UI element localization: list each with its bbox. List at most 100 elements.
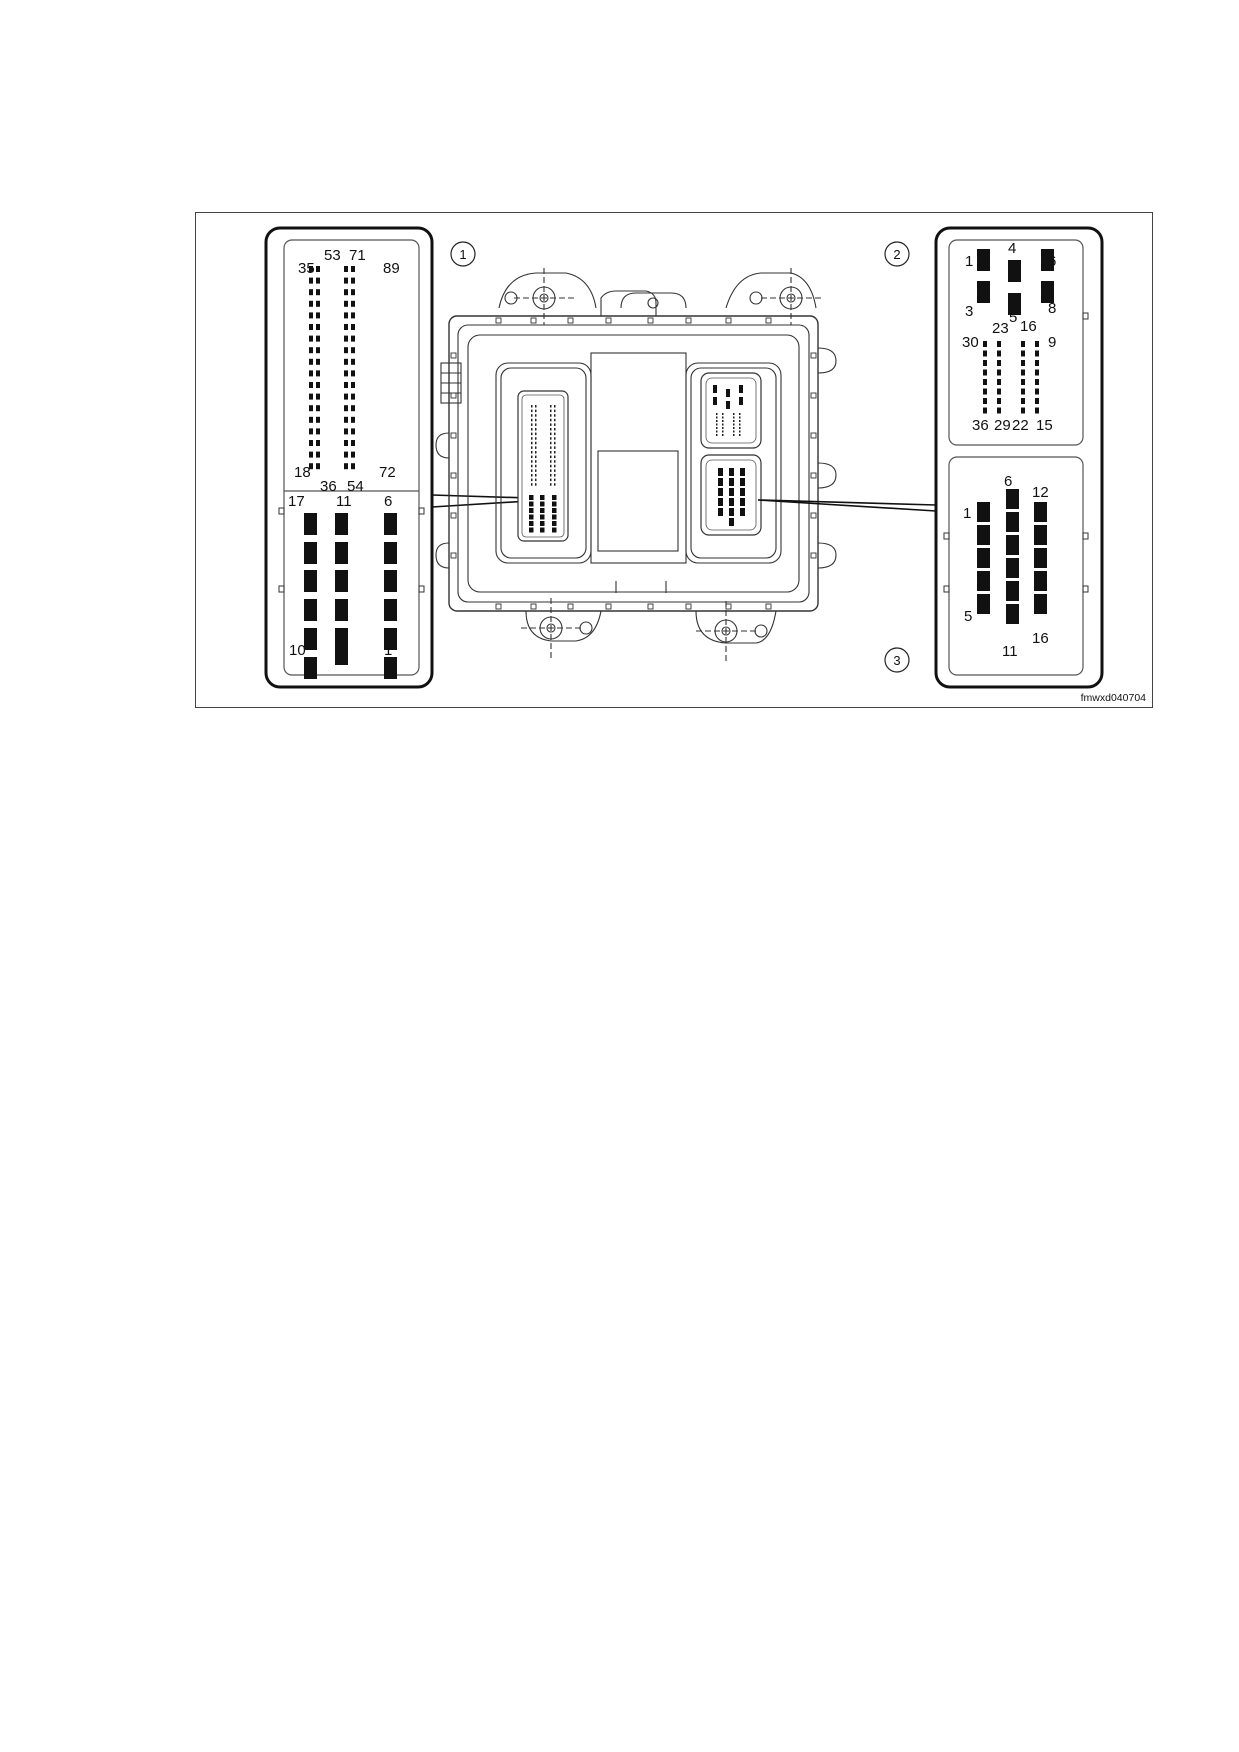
pin xyxy=(344,370,348,377)
power-pin xyxy=(1041,281,1054,303)
pin xyxy=(309,405,313,412)
pin xyxy=(316,277,320,284)
connector-1-pin-columns xyxy=(309,266,355,470)
pin xyxy=(344,440,348,446)
pin xyxy=(344,324,348,330)
pin xyxy=(351,382,355,388)
pin xyxy=(1021,350,1025,357)
power-pin xyxy=(335,513,348,535)
pin xyxy=(316,370,320,377)
pin xyxy=(351,358,355,365)
power-pin xyxy=(1008,260,1021,282)
c2-label-15: 15 xyxy=(1036,417,1053,434)
callout-1: 1 xyxy=(450,241,476,267)
pin xyxy=(344,416,348,423)
pin xyxy=(1035,341,1039,347)
c2-label-1: 1 xyxy=(965,253,973,270)
pin xyxy=(309,393,313,400)
connector-1-detail: 35 53 71 89 18 36 54 72 17 11 6 10 7 1 xyxy=(264,226,434,689)
pin xyxy=(997,350,1001,357)
power-pin xyxy=(384,513,397,535)
pin xyxy=(1034,525,1047,545)
pin xyxy=(351,300,355,307)
pin xyxy=(1021,388,1025,395)
pin xyxy=(309,370,313,377)
power-pin xyxy=(977,281,990,303)
pin xyxy=(309,324,313,330)
power-pin xyxy=(384,599,397,621)
power-pin xyxy=(335,570,348,592)
pin xyxy=(316,393,320,400)
ecu-connector-2 xyxy=(700,372,762,449)
pin xyxy=(983,379,987,385)
c1-label-53: 53 xyxy=(324,247,341,264)
power-pin xyxy=(335,643,348,665)
pin xyxy=(983,398,987,404)
pin xyxy=(1021,341,1025,347)
pin xyxy=(351,463,355,470)
c1-label-72: 72 xyxy=(379,464,396,481)
pin xyxy=(316,428,320,435)
c2-label-36: 36 xyxy=(972,417,989,434)
pin xyxy=(351,324,355,330)
pin xyxy=(1035,407,1039,414)
c1-label-1: 1 xyxy=(384,642,392,659)
svg-text:2: 2 xyxy=(893,247,900,262)
pin xyxy=(344,382,348,388)
pin xyxy=(983,369,987,376)
c3-label-11: 11 xyxy=(1002,643,1018,660)
pin xyxy=(309,335,313,342)
pin xyxy=(351,428,355,435)
pin xyxy=(316,324,320,330)
pin xyxy=(316,382,320,388)
pin xyxy=(309,451,313,458)
c1-label-6: 6 xyxy=(384,493,392,510)
pin xyxy=(316,312,320,319)
pin xyxy=(1006,604,1019,624)
pin xyxy=(309,300,313,307)
pin xyxy=(1006,489,1019,509)
pin xyxy=(1034,502,1047,522)
c2-label-22: 22 xyxy=(1012,417,1029,434)
pin xyxy=(351,277,355,284)
c1-label-54: 54 xyxy=(347,478,364,495)
pin xyxy=(1034,594,1047,614)
ecu-connector-3 xyxy=(700,454,762,536)
power-pin xyxy=(1041,249,1054,271)
pin xyxy=(316,335,320,342)
pin xyxy=(316,358,320,365)
pin xyxy=(1006,558,1019,578)
pin xyxy=(344,347,348,354)
pin xyxy=(309,382,313,388)
c3-label-1: 1 xyxy=(963,505,971,522)
power-pin xyxy=(304,628,317,650)
pin xyxy=(351,416,355,423)
c1-label-36: 36 xyxy=(320,478,337,495)
pin xyxy=(351,289,355,296)
c1-label-89: 89 xyxy=(383,260,400,277)
pin xyxy=(316,451,320,458)
c2-label-16: 16 xyxy=(1020,318,1037,335)
power-pin xyxy=(384,542,397,564)
power-pin xyxy=(977,249,990,271)
pin xyxy=(344,393,348,400)
diagram-drawing: 35 53 71 89 18 36 54 72 17 11 6 10 7 1 1… xyxy=(264,226,1146,704)
pin xyxy=(309,347,313,354)
c2-label-8: 8 xyxy=(1048,300,1056,317)
pin xyxy=(316,440,320,446)
pin xyxy=(316,266,320,272)
pin xyxy=(983,341,987,347)
pin xyxy=(1035,379,1039,385)
pin xyxy=(983,350,987,357)
c1-label-11: 11 xyxy=(336,493,352,510)
pin xyxy=(344,266,348,272)
pin xyxy=(1006,581,1019,601)
pin xyxy=(1006,512,1019,532)
pin xyxy=(316,347,320,354)
callout-2: 2 xyxy=(884,241,910,267)
pin xyxy=(1021,398,1025,404)
pin xyxy=(997,398,1001,404)
pin xyxy=(983,407,987,414)
power-pin xyxy=(304,570,317,592)
c1-label-17: 17 xyxy=(288,493,305,510)
